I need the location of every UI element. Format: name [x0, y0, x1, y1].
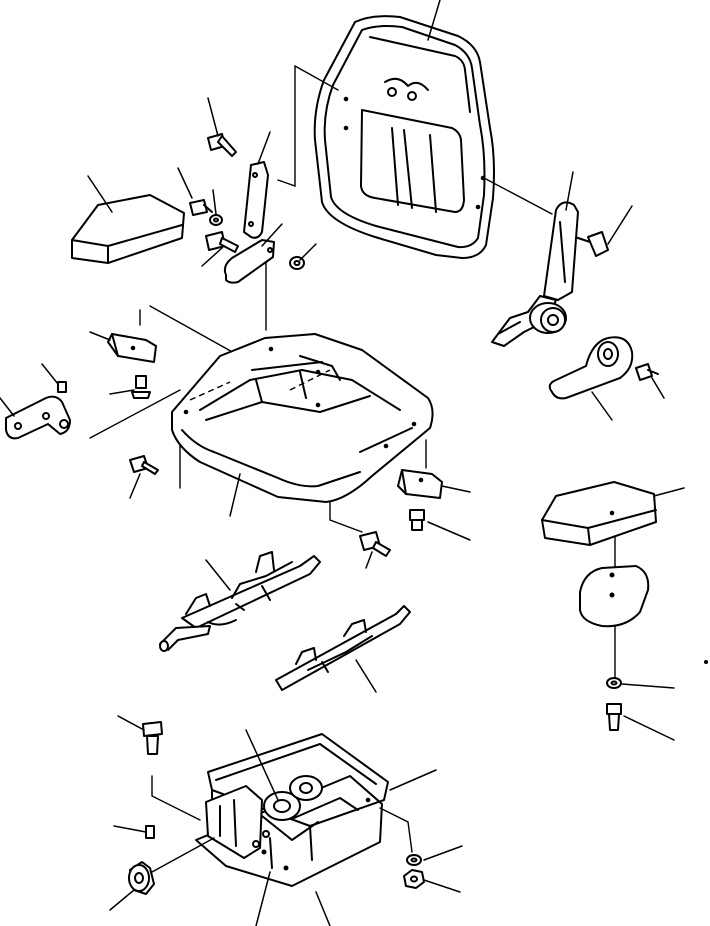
leader-lines	[0, 0, 685, 926]
recline-lever	[548, 336, 634, 400]
alignment-lines	[151, 775, 201, 821]
alignment-lines	[89, 65, 616, 681]
seat-cushion	[171, 333, 434, 503]
slide-lever	[5, 395, 71, 440]
right-armrest	[541, 481, 657, 546]
backrest-hinge-bracket-right	[491, 201, 579, 347]
washers	[606, 677, 622, 689]
washers	[406, 854, 422, 866]
height-adjust-knob	[128, 837, 215, 895]
bolts	[142, 721, 163, 839]
right-armrest-bracket	[579, 565, 650, 628]
suspension-base	[195, 733, 389, 887]
bolts	[57, 375, 425, 557]
cushion-bracket-left	[107, 333, 157, 363]
backrest-hinge-bracket-left	[223, 161, 275, 284]
backrest	[313, 15, 495, 259]
alignment-lines	[379, 807, 413, 853]
left-armrest	[71, 194, 185, 264]
cushion-bracket-right	[397, 469, 443, 499]
stray-mark	[704, 660, 708, 664]
nuts	[403, 869, 425, 889]
bolts	[606, 703, 622, 731]
seat-rail-left	[159, 551, 321, 652]
bolts	[189, 133, 659, 381]
seat-rail-right	[275, 605, 411, 691]
